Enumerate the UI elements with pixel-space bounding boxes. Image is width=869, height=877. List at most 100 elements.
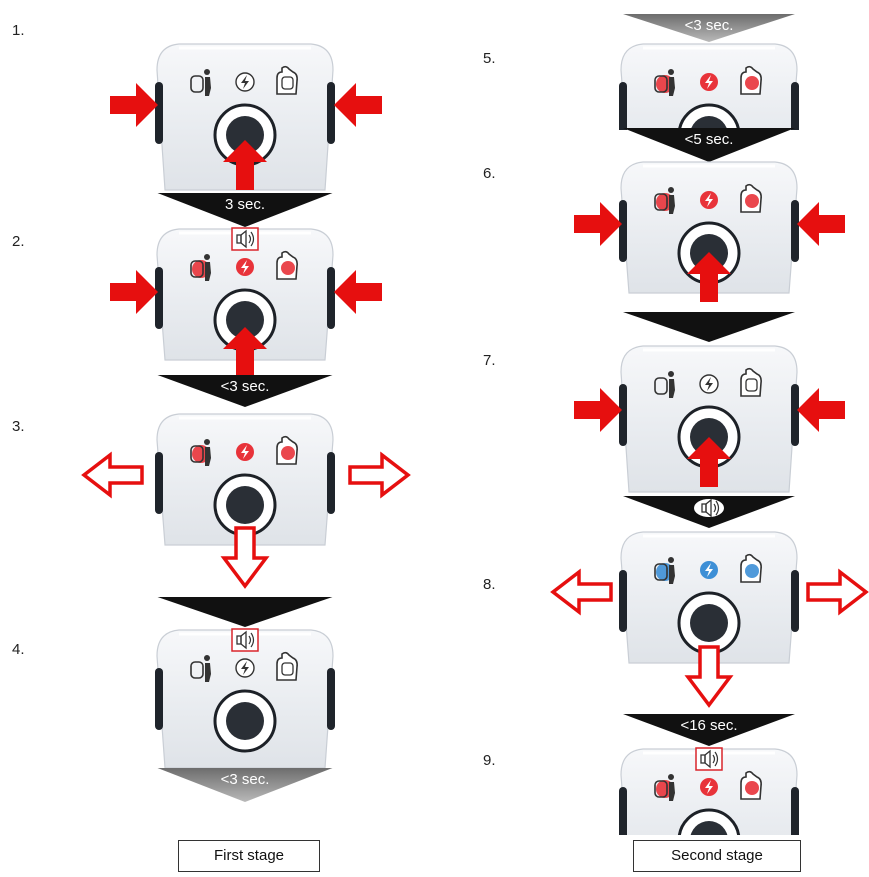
device-step-6 [619, 161, 799, 294]
right-grip [327, 267, 335, 329]
squeeze-arrow-left-2 [110, 270, 158, 314]
squeeze-arrow-right-2 [334, 270, 382, 314]
step-number-3: 3. [12, 418, 25, 435]
person-icon [190, 439, 211, 466]
hand-icon [276, 435, 298, 465]
main-button [226, 301, 264, 339]
step-number-8: 8. [483, 576, 496, 593]
device-step-3 [155, 413, 335, 546]
left-grip [155, 267, 163, 329]
squeeze-arrow-right-1 [334, 83, 382, 127]
left-grip [619, 570, 627, 632]
release-arrow-down-8 [684, 645, 734, 708]
left-grip [619, 384, 627, 446]
right-grip [791, 384, 799, 446]
timing-label-2: <3 sec. [221, 378, 270, 395]
speaker-icon [695, 747, 723, 771]
main-button [690, 604, 728, 642]
lightning-icon [236, 258, 254, 276]
timing-label-top: <3 sec. [685, 17, 734, 34]
device-step-2 [155, 227, 335, 361]
lightning-icon [700, 191, 718, 209]
squeeze-arrow-left-7 [574, 388, 622, 432]
left-grip [155, 452, 163, 514]
person-icon [654, 69, 675, 96]
speaker-icon [231, 628, 259, 652]
main-button [690, 116, 728, 130]
second-stage-label: Second stage [633, 840, 801, 872]
timing-banner-4 [157, 768, 333, 802]
timing-label-1: 3 sec. [225, 196, 265, 213]
lightning-icon [235, 72, 255, 92]
lightning-icon [700, 561, 718, 579]
timing-label-8: <16 sec. [680, 717, 737, 734]
step-number-7: 7. [483, 352, 496, 369]
right-grip [327, 82, 335, 144]
step-number-2: 2. [12, 233, 25, 250]
hand-icon [276, 651, 298, 681]
transition-banner-3 [157, 597, 333, 627]
hand-icon [740, 65, 762, 95]
person-icon [654, 557, 675, 584]
device-step-4 [155, 628, 335, 769]
main-button [226, 116, 264, 154]
person-icon [190, 254, 211, 281]
main-button [226, 702, 264, 740]
squeeze-arrow-left-1 [110, 83, 158, 127]
step-number-5: 5. [483, 50, 496, 67]
release-arrow-right-8 [806, 568, 869, 616]
hand-icon [740, 553, 762, 583]
press-arrow-6 [687, 252, 731, 302]
squeeze-arrow-right-6 [797, 202, 845, 246]
device-step-5 [619, 43, 799, 130]
hand-icon [740, 770, 762, 800]
timing-banner-2 [157, 375, 333, 407]
timing-label-5: <5 sec. [685, 131, 734, 148]
hand-icon [740, 367, 762, 397]
timing-banner-top [623, 14, 795, 42]
lightning-icon [235, 658, 255, 678]
timing-banner-5 [623, 128, 795, 162]
timing-banner-1 [157, 193, 333, 227]
hand-icon [740, 183, 762, 213]
device-step-9 [619, 747, 799, 835]
person-icon [654, 774, 675, 801]
squeeze-arrow-left-6 [574, 202, 622, 246]
press-arrow-7 [687, 437, 731, 487]
release-arrow-left-3 [81, 451, 144, 499]
timing-label-4: <3 sec. [221, 771, 270, 788]
person-icon [654, 187, 675, 214]
left-grip [619, 200, 627, 262]
squeeze-arrow-right-7 [797, 388, 845, 432]
lightning-icon [700, 778, 718, 796]
device-step-1 [155, 43, 335, 191]
main-button [226, 486, 264, 524]
press-arrow-2 [223, 327, 267, 377]
left-grip [619, 787, 627, 835]
device-step-8 [619, 531, 799, 664]
person-icon [654, 371, 675, 398]
person-icon [190, 69, 211, 96]
step-number-9: 9. [483, 752, 496, 769]
press-arrow-1 [223, 140, 267, 190]
hand-icon [276, 250, 298, 280]
left-grip [155, 82, 163, 144]
left-grip [155, 668, 163, 730]
right-grip [791, 787, 799, 835]
right-grip [791, 82, 799, 130]
step-number-6: 6. [483, 165, 496, 182]
release-arrow-left-8 [550, 568, 613, 616]
step-number-1: 1. [12, 22, 25, 39]
right-grip [791, 570, 799, 632]
speaker-icon [701, 498, 720, 518]
person-icon [190, 655, 211, 682]
first-stage-label: First stage [178, 840, 320, 872]
right-grip [327, 452, 335, 514]
release-arrow-down-3 [220, 526, 270, 589]
timing-banner-8 [623, 714, 795, 746]
main-button [690, 821, 728, 835]
speaker-icon [231, 227, 259, 251]
transition-banner-6 [623, 312, 795, 342]
release-arrow-right-3 [348, 451, 411, 499]
